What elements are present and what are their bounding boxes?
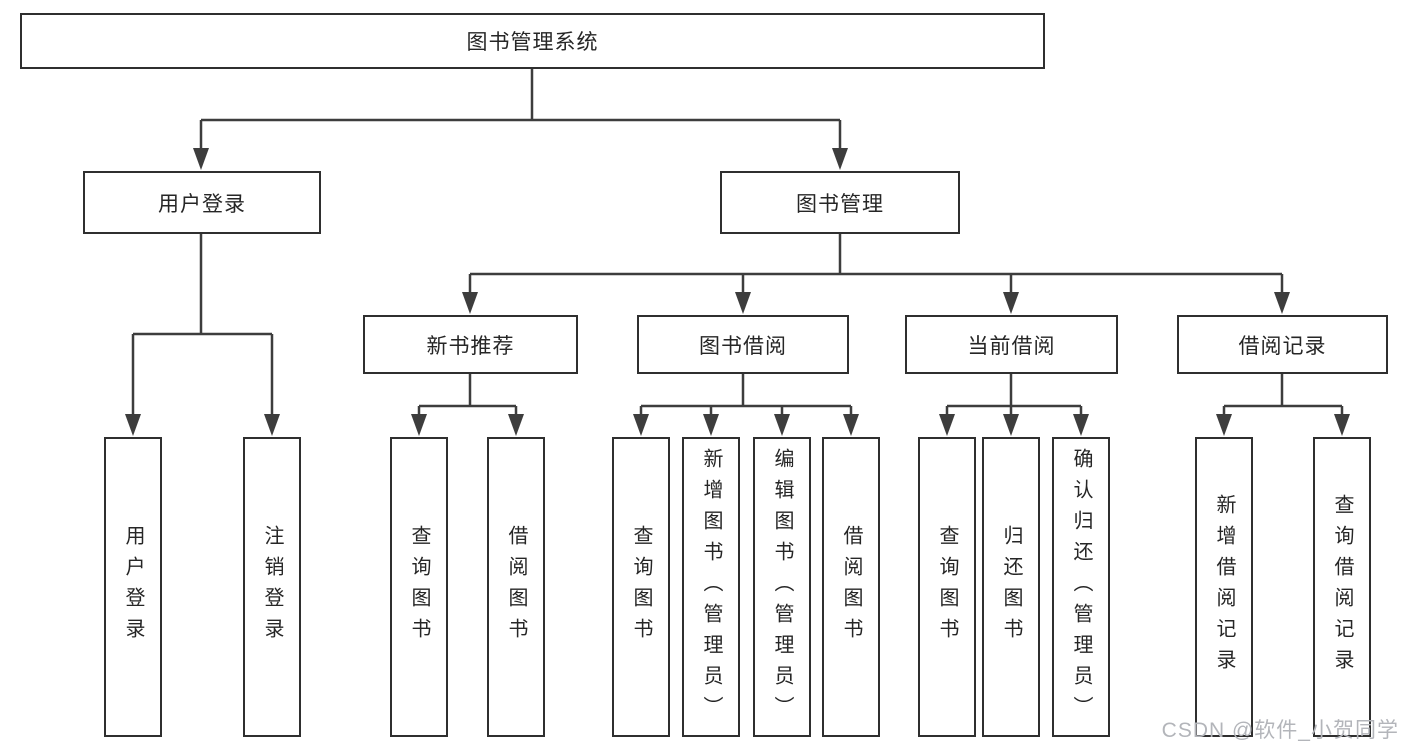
leaf-query-books-borrowing: 查询图书 bbox=[612, 437, 670, 737]
node-label: 图书管理 bbox=[796, 192, 884, 216]
node-label: 归还图书 bbox=[1000, 525, 1022, 649]
node-book-management: 图书管理 bbox=[720, 171, 960, 234]
leaf-query-books-recommend: 查询图书 bbox=[390, 437, 448, 737]
node-label: 用户登录 bbox=[158, 192, 246, 216]
node-borrowing-records: 借阅记录 bbox=[1177, 315, 1388, 374]
arrowheads bbox=[125, 148, 1350, 436]
node-label: 确认归还（管理员） bbox=[1070, 447, 1092, 727]
node-label: 编辑图书（管理员） bbox=[771, 447, 793, 727]
leaf-return-books: 归还图书 bbox=[982, 437, 1040, 737]
node-label: 新书推荐 bbox=[426, 334, 515, 358]
node-label: 新增图书（管理员） bbox=[700, 447, 722, 727]
node-label: 查询图书 bbox=[408, 525, 430, 649]
leaf-query-books-current: 查询图书 bbox=[918, 437, 976, 737]
leaf-borrow-books-recommend: 借阅图书 bbox=[487, 437, 545, 737]
leaf-add-books-admin: 新增图书（管理员） bbox=[682, 437, 740, 737]
node-label: 查询图书 bbox=[936, 525, 958, 649]
node-label: 借阅记录 bbox=[1238, 334, 1327, 358]
leaf-add-borrow-record: 新增借阅记录 bbox=[1195, 437, 1253, 737]
node-label: 当前借阅 bbox=[967, 334, 1056, 358]
leaf-confirm-return-admin: 确认归还（管理员） bbox=[1052, 437, 1110, 737]
node-label: 查询图书 bbox=[630, 525, 652, 649]
leaf-logout: 注销登录 bbox=[243, 437, 301, 737]
csdn-watermark: CSDN @软件_小贺同学 bbox=[1161, 719, 1399, 742]
node-label: 图书管理系统 bbox=[466, 31, 599, 54]
node-user-login: 用户登录 bbox=[83, 171, 321, 234]
leaf-query-borrow-record: 查询借阅记录 bbox=[1313, 437, 1371, 737]
leaf-edit-books-admin: 编辑图书（管理员） bbox=[753, 437, 811, 737]
node-new-book-recommend: 新书推荐 bbox=[363, 315, 578, 374]
node-current-borrowing: 当前借阅 bbox=[905, 315, 1118, 374]
node-label: 图书借阅 bbox=[699, 334, 787, 358]
node-label: 查询借阅记录 bbox=[1331, 494, 1353, 680]
node-label: 注销登录 bbox=[261, 525, 283, 649]
node-label: 借阅图书 bbox=[505, 525, 527, 649]
node-system-root: 图书管理系统 bbox=[20, 13, 1045, 69]
node-book-borrowing: 图书借阅 bbox=[637, 315, 849, 374]
node-label: 借阅图书 bbox=[840, 525, 862, 649]
leaf-borrow-books-borrowing: 借阅图书 bbox=[822, 437, 880, 737]
leaf-user-login: 用户登录 bbox=[104, 437, 162, 737]
node-label: 用户登录 bbox=[122, 525, 144, 649]
node-label: 新增借阅记录 bbox=[1213, 494, 1235, 680]
